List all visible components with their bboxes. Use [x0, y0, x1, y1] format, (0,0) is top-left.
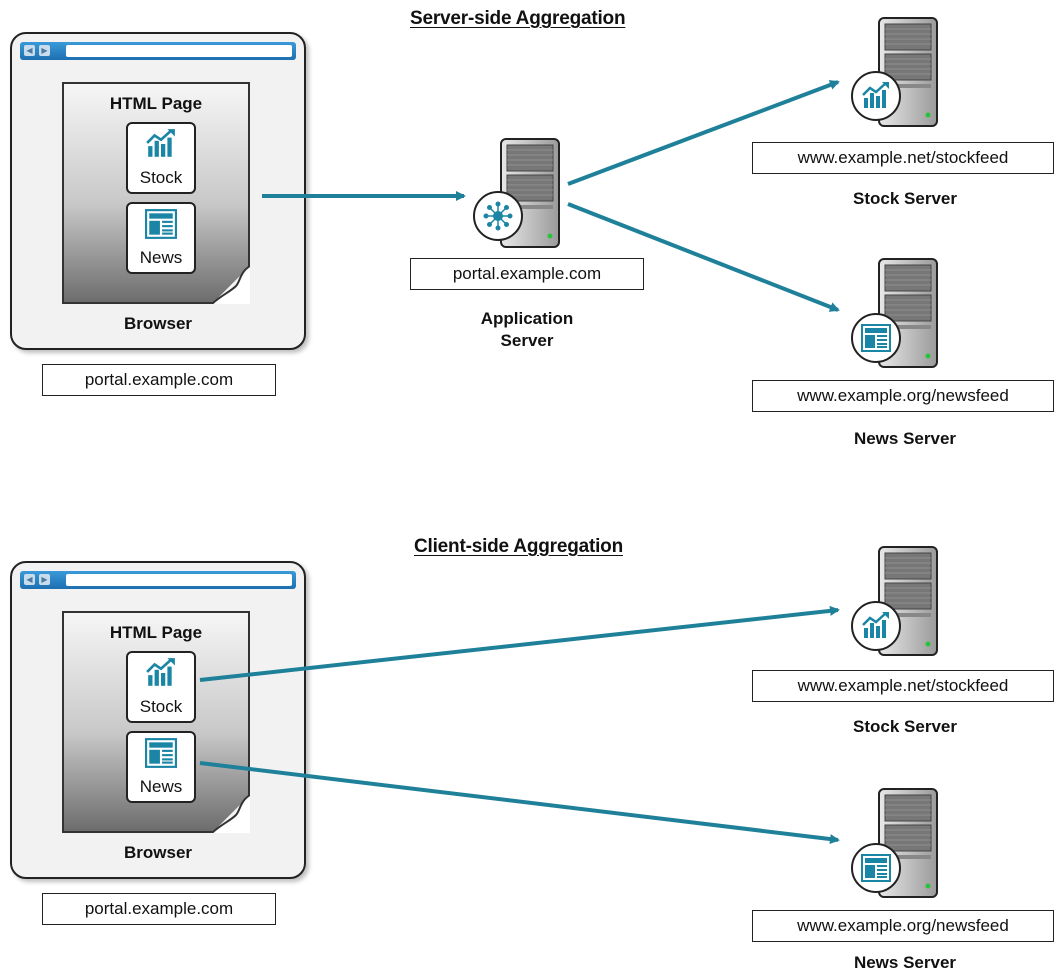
back-icon[interactable]: ◀ [24, 45, 35, 56]
stock-server-url-box: www.example.net/stockfeed [752, 142, 1054, 174]
news-widget[interactable]: News [126, 202, 196, 274]
app-server-label-line2: Server [500, 331, 554, 350]
stock-chart-icon [851, 71, 901, 121]
newspaper-icon [851, 313, 901, 363]
app-server-label: Application Server [452, 308, 602, 352]
browser-window: ◀ ▶ HTML Page Stock News Browser [10, 561, 306, 879]
news-server-label: News Server [853, 429, 957, 448]
app-to-news-arrow [567, 202, 840, 312]
app-server-url-box: portal.example.com [410, 258, 644, 290]
stock-widget-to-stock-server-arrow [199, 605, 840, 682]
stock-chart-icon [851, 601, 901, 651]
news-server-label: News Server [853, 953, 957, 972]
stock-widget-label: Stock [139, 697, 183, 716]
forward-icon[interactable]: ▶ [39, 45, 50, 56]
browser-url-box: portal.example.com [42, 893, 276, 925]
browser-window: ◀ ▶ HTML Page Stock News Browser [10, 32, 306, 350]
browser-titlebar: ◀ ▶ [20, 571, 296, 589]
app-to-stock-arrow [567, 80, 840, 186]
news-widget[interactable]: News [126, 731, 196, 803]
address-bar[interactable] [66, 45, 292, 57]
address-bar[interactable] [66, 574, 292, 586]
page-fold-icon [212, 795, 250, 833]
stock-widget[interactable]: Stock [126, 122, 196, 194]
html-page: HTML Page Stock News [62, 611, 250, 833]
stock-server-label: Stock Server [853, 189, 957, 208]
browser-label: Browser [123, 843, 193, 862]
news-widget-to-news-server-arrow [199, 761, 840, 845]
page-fold-icon [212, 266, 250, 304]
news-server-url-box: www.example.org/newsfeed [752, 910, 1054, 942]
section-heading: Server-side Aggregation [410, 8, 626, 29]
page-title: HTML Page [109, 623, 203, 642]
hub-icon [473, 191, 523, 241]
newspaper-icon [851, 843, 901, 893]
stock-server-url-box: www.example.net/stockfeed [752, 670, 1054, 702]
forward-icon[interactable]: ▶ [39, 574, 50, 585]
page-title: HTML Page [109, 94, 203, 113]
stock-widget-label: Stock [139, 168, 183, 187]
stock-widget[interactable]: Stock [126, 651, 196, 723]
app-server-label-line1: Application [480, 309, 574, 328]
back-icon[interactable]: ◀ [24, 574, 35, 585]
section-heading: Client-side Aggregation [414, 536, 623, 557]
browser-titlebar: ◀ ▶ [20, 42, 296, 60]
news-server-url-box: www.example.org/newsfeed [752, 380, 1054, 412]
browser-url-box: portal.example.com [42, 364, 276, 396]
html-page: HTML Page Stock News [62, 82, 250, 304]
browser-label: Browser [123, 314, 193, 333]
news-widget-label: News [139, 248, 183, 267]
news-widget-label: News [139, 777, 183, 796]
stock-server-label: Stock Server [853, 717, 957, 736]
